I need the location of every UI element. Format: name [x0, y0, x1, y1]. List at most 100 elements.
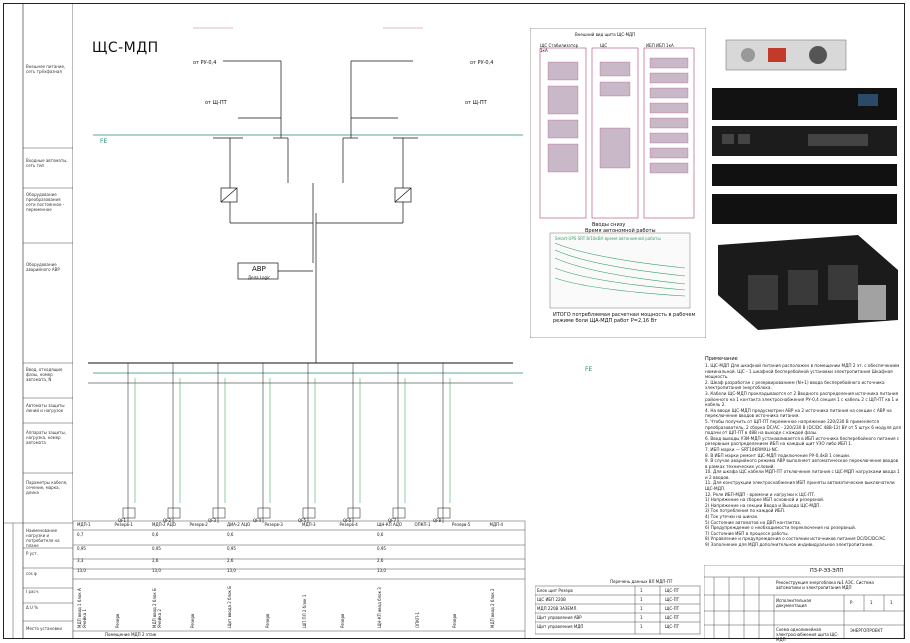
mid-rack-label: ЩС [600, 43, 608, 48]
table-cell: МДП-1 [77, 522, 91, 527]
row-label: Наименование нагрузки и потребителя на п… [26, 528, 60, 548]
feeder-label: QF3 [208, 518, 216, 523]
bottom-table-header: МДП-1 Резерв-1 МДП-2 АЦО Резерв-2 ДИА-2 АЦО Р… [75, 522, 525, 530]
feeder-label: QF7 [388, 518, 396, 523]
row-label: I расч. [26, 589, 40, 594]
row-label: Р уст. [26, 551, 38, 556]
table-cell: Щит управления АВР [537, 615, 582, 620]
cabinet-view-panel [530, 28, 706, 338]
table-cell: 0,95 [377, 546, 386, 551]
table-cell: ЩС-ПТ [665, 597, 680, 602]
table-cell: 0,6 [377, 532, 384, 537]
table-cell: МДП ввод 2 блок Б Ячейка 2 [152, 588, 162, 628]
title-block [704, 565, 904, 639]
row-label: Входные автоматы, сеть тип [26, 158, 68, 168]
table-cell: МДП-2 АЦО [152, 522, 176, 527]
single-line-diagram [73, 27, 526, 639]
small-table-title: Перечень данных ВЛ МДП-ПТ [610, 579, 673, 584]
bottom-table-names-row: МДП ввод 1 блок А Ячейка 1 Резерв МДП ввод… [75, 582, 525, 630]
feeder-label: QF5 [298, 518, 306, 523]
table-cell: 1 [640, 597, 643, 602]
table-cell: 2,6 [227, 558, 234, 563]
table-cell: ЩС-ПТ [665, 588, 680, 593]
table-cell: 1 [640, 606, 643, 611]
feeder-label: QF8 [433, 518, 441, 523]
table-cell: 0,95 [227, 546, 236, 551]
left-margin [3, 3, 73, 639]
table-cell: ЩС-ПТ [665, 624, 680, 629]
stamp-code: ПЗ-Р-ЭЗ-ЭЛП [810, 568, 844, 574]
stamp-desc2: Схема однолинейная электроснабжения щита… [776, 627, 839, 642]
table-cell: 1 [640, 624, 643, 629]
table-cell: 0,7 [77, 532, 84, 537]
table-cell: ЩС ИБП 220В [537, 597, 566, 602]
stamp-desc1: Исполнительная документация [776, 598, 812, 608]
row-label: Δ U % [26, 605, 39, 610]
table-cell: Резерв-1 [114, 522, 133, 527]
cabinet-caption: Вводы снизу [592, 222, 626, 228]
table-cell: ДИА-2 АЦО [227, 522, 251, 527]
table-cell: 3,3 [77, 558, 84, 563]
table-cell: 1 [640, 615, 643, 620]
feeder-label: QF1 [118, 518, 126, 523]
feeder-from-ru-left: от РУ-0,4 [193, 60, 217, 66]
table-cell: Резерв-3 [264, 522, 283, 527]
table-cell: МДП ввод 1 блок А Ячейка 1 [77, 588, 87, 628]
row-label: Внешнее питание, сеть трёхфазная [26, 64, 66, 74]
notes-text: 1. ЩС-МДП Для шкафной питания расположен… [705, 363, 901, 547]
equipment-photos [712, 39, 898, 330]
table-cell: Резерв-4 [339, 522, 358, 527]
row-label: Аппараты защиты, нагрузка, номер автомат… [26, 430, 66, 445]
table-cell: Резерв [339, 613, 345, 628]
left-rack-label: ЩС Стабилизатор 1кА [540, 43, 579, 53]
fe-label-top: FE [100, 138, 108, 145]
feeder-label: QF2 [163, 518, 171, 523]
row-label: Ввод, отходящие фазы, номер автомата, N [26, 367, 63, 382]
table-cell: МДП ввод 2 блок 2 [489, 588, 495, 628]
table-cell: ОПКП-1 [414, 612, 420, 628]
table-cell: Щит управления МДП [537, 624, 584, 629]
table-cell: 13,0 [152, 568, 161, 573]
row-label: Оборудование преобразования сети постоян… [26, 192, 65, 212]
feeder-from-shpt-left: от Щ-ПТ [205, 100, 227, 106]
table-cell: Резерв [114, 613, 120, 628]
right-rack-label: ИБП ИБП 1кА [646, 43, 674, 48]
table-cell: Блок щит Резерв [537, 588, 573, 593]
chart-title: Время автономной работы [585, 228, 656, 234]
table-cell: ОПКП-1 [414, 522, 431, 527]
feeder-from-ru-right: от РУ-0,4 [470, 60, 494, 66]
table-cell: 1 [640, 588, 643, 593]
table-cell: 13,0 [77, 568, 86, 573]
table-cell: Резерв-2 [189, 522, 208, 527]
chart-subtitle: Smart-UPS SRT 8/10кВА время автономной р… [555, 236, 661, 241]
row-label: Параметры кабеля, сечение, марка, длина [26, 480, 68, 495]
stamp-org: ЭНЕРГОПРОЕКТ [850, 628, 883, 633]
table-cell: Щит ввода 2 блок Б [227, 586, 232, 628]
fe-label-bottom: FE [585, 366, 593, 373]
power-summary: ИТОГО потребляемая расчетная мощность в … [553, 312, 696, 324]
drawing-frame [3, 3, 905, 639]
table-cell: Резерв [264, 613, 270, 628]
notes-heading: Примечание [705, 356, 738, 362]
table-cell: Резерв [189, 613, 195, 628]
table-cell: Резерв-5 [452, 522, 471, 527]
table-cell: 0,6 [152, 532, 159, 537]
table-cell: 0,95 [152, 546, 161, 551]
table-cell: 0,95 [77, 546, 86, 551]
row-label: Оборудование аварийного АВР [26, 262, 60, 272]
stamp-stage: Р [850, 600, 853, 605]
table-cell: МДП 220В ЗАЗЕМЛ. [537, 606, 578, 611]
table-cell: 2,6 [377, 558, 384, 563]
bottom-table-power-row: 0,7 0,6 0,6 0,6 [75, 532, 525, 540]
feeder-label: QF6 [343, 518, 351, 523]
feeder-from-shpt-right: от Щ-ПТ [465, 100, 487, 106]
stamp-sheets: 1 [890, 600, 893, 605]
table-cell: 13,0 [227, 568, 236, 573]
table-cell: МДП-3 [302, 522, 316, 527]
table-cell: 0,6 [227, 532, 234, 537]
row-label: Автоматы защиты линий и нагрузок [26, 403, 65, 413]
stamp-sheet: 1 [870, 600, 873, 605]
row-label: cos φ [26, 571, 37, 576]
stamp-project: Реконструкция энергоблока №1 АЭС. Систем… [776, 580, 874, 590]
